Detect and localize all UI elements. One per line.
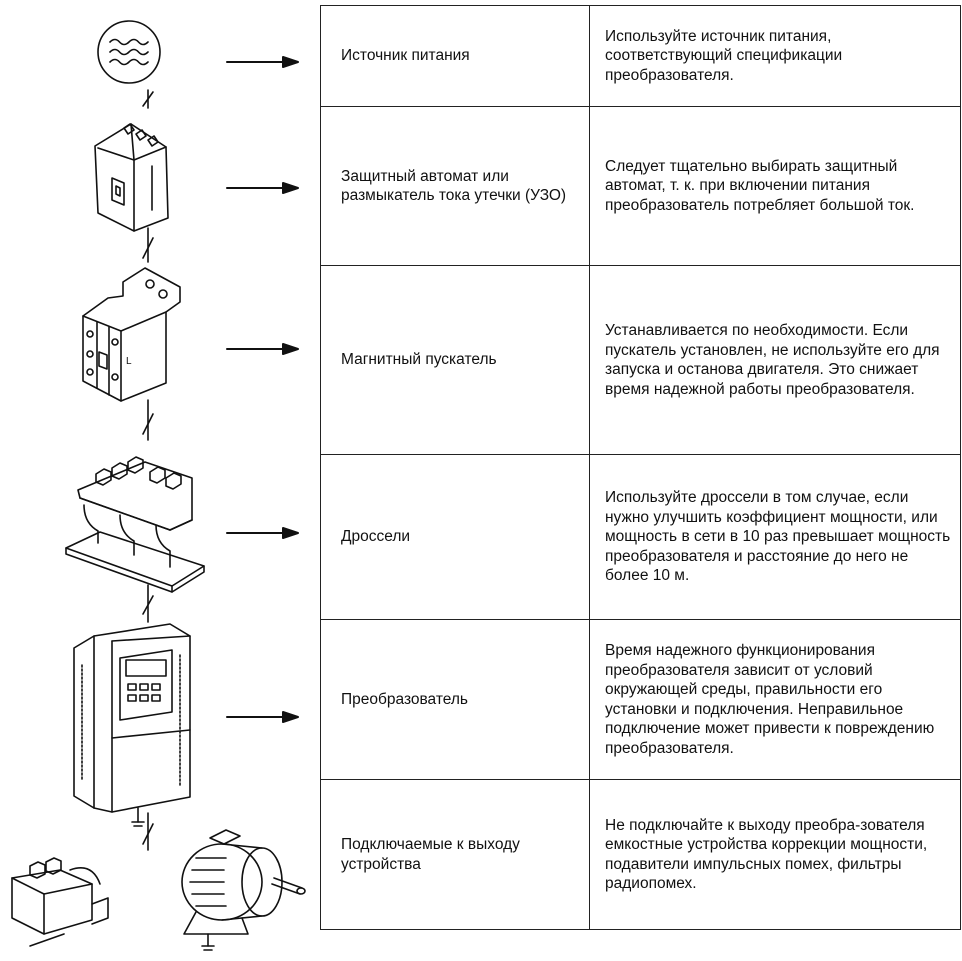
device-name: Преобразователь — [320, 619, 590, 780]
table-row: Источник питания Используйте источник пи… — [320, 5, 961, 107]
device-name: Источник питания — [320, 5, 590, 107]
device-name: Подключаемые к выходу устройства — [320, 779, 590, 930]
reactor-icon — [65, 456, 205, 593]
inverter-icon — [73, 623, 191, 827]
device-note: Не подключайте к выходу преобра-зователя… — [589, 779, 961, 930]
device-note: Устанавливается по необходимости. Если п… — [589, 265, 961, 455]
power-source-icon — [97, 20, 161, 84]
device-name: Дроссели — [320, 454, 590, 620]
table-row: Дроссели Используйте дроссели в том случ… — [320, 454, 961, 620]
arrows — [226, 56, 299, 723]
device-note: Время надежного функционирования преобра… — [589, 619, 961, 780]
device-note: Используйте дроссели в том случае, если … — [589, 454, 961, 620]
equipment-table: Источник питания Используйте источник пи… — [320, 5, 961, 930]
table-row: Магнитный пускатель Устанавливается по н… — [320, 265, 961, 455]
motor-icon — [181, 829, 306, 951]
equipment-illustrations: L — [11, 20, 306, 951]
table-row: Подключаемые к выходу устройства Не подк… — [320, 779, 961, 930]
contactor-mark: L — [126, 356, 132, 367]
table-row: Защитный автомат или размыкатель тока ут… — [320, 106, 961, 266]
arrow-icon — [226, 527, 299, 539]
arrow-icon — [226, 56, 299, 68]
arrow-icon — [226, 343, 299, 355]
magnetic-contactor-icon: L — [82, 267, 181, 402]
arrow-icon — [226, 711, 299, 723]
output-device-icon — [11, 857, 109, 947]
device-note: Используйте источник питания, соответств… — [589, 5, 961, 107]
device-note: Следует тщательно выбирать защитный авто… — [589, 106, 961, 266]
wiring-line — [142, 89, 154, 851]
arrow-icon — [226, 182, 299, 194]
device-name: Защитный автомат или размыкатель тока ут… — [320, 106, 590, 266]
device-name: Магнитный пускатель — [320, 265, 590, 455]
table-row: Преобразователь Время надежного функцион… — [320, 619, 961, 780]
circuit-breaker-icon — [94, 123, 169, 232]
